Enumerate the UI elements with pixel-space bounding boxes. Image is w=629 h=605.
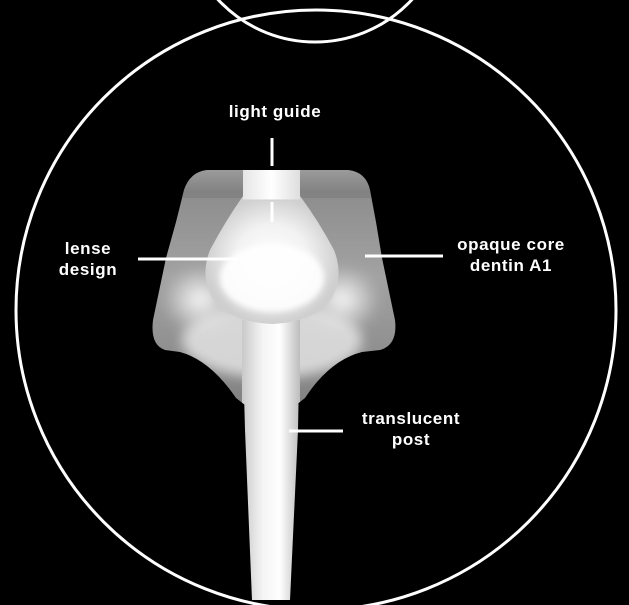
label-translucent-post: translucent post [336,408,486,450]
label-light-guide: light guide [200,101,350,122]
label-lense-line1: lense [40,238,136,259]
label-lense-line2: design [40,259,136,280]
label-opaque-line2: dentin A1 [436,255,586,276]
label-light-guide-text: light guide [200,101,350,122]
label-translucent-line1: translucent [336,408,486,429]
label-opaque-line1: opaque core [436,234,586,255]
frame-circle-top [183,0,447,42]
label-translucent-line2: post [336,429,486,450]
light-guide-cylinder [243,170,300,200]
label-lense-design: lense design [40,238,136,280]
label-opaque-core: opaque core dentin A1 [436,234,586,276]
